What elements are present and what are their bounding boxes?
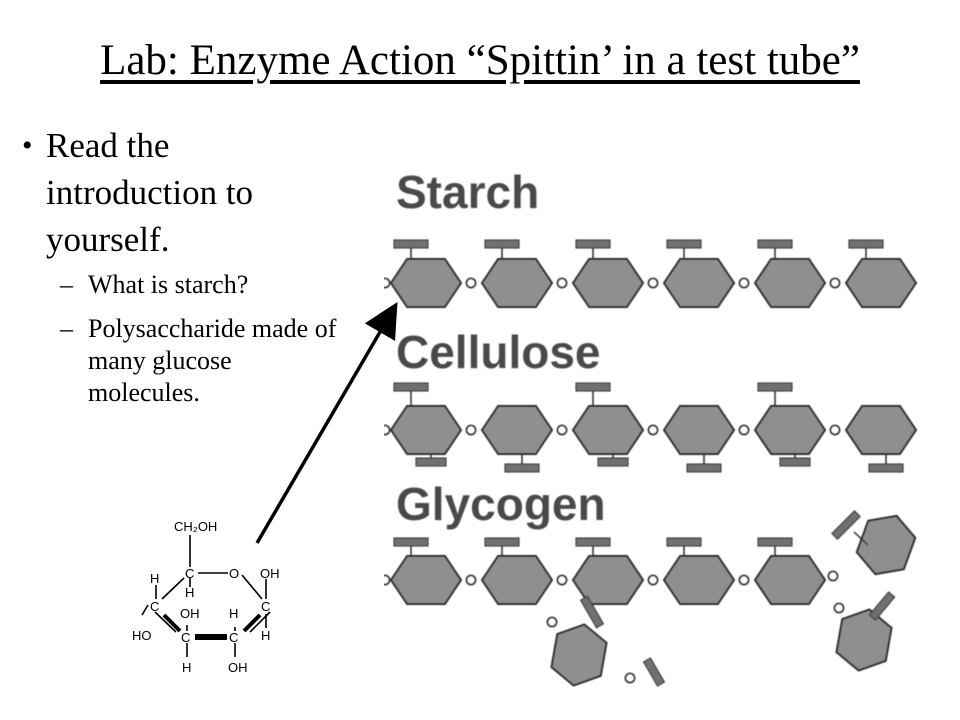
glucose-hexagon: [835, 608, 893, 672]
glycosidic-bond: [556, 424, 568, 436]
side-group: [597, 457, 629, 467]
dash-icon: –: [60, 270, 73, 299]
atom-label: H: [229, 606, 238, 621]
side-group: [579, 595, 605, 629]
glycosidic-bond: [556, 277, 568, 289]
atom-label: HO: [132, 628, 152, 643]
side-group: [757, 382, 793, 392]
glucose-hexagon: [571, 258, 645, 308]
atom-label: C: [181, 630, 190, 645]
side-group: [575, 239, 611, 249]
side-group: [666, 239, 702, 249]
atom-label: C: [229, 630, 238, 645]
glucose-hexagon: [389, 405, 463, 455]
glucose-hexagon: [480, 555, 554, 605]
glycosidic-bond: [465, 277, 477, 289]
glycosidic-bond: [647, 574, 659, 586]
atom-label: OH: [260, 566, 280, 581]
atom-label: H: [150, 571, 159, 586]
side-group: [757, 537, 793, 547]
atom-label: H: [185, 585, 194, 600]
atom-label: C: [150, 599, 159, 614]
side-group: [642, 657, 666, 687]
glycosidic-bond: [624, 672, 636, 684]
glucose-hexagon: [662, 258, 736, 308]
glucose-hexagon: [753, 555, 827, 605]
glucose-hexagon: [844, 405, 918, 455]
glycosidic-bond: [829, 277, 841, 289]
glycosidic-bond: [647, 277, 659, 289]
glucose-hexagon: [753, 405, 827, 455]
dash-icon: –: [60, 314, 73, 343]
slide-title: Lab: Enzyme Action “Spittin’ in a test t…: [100, 37, 860, 84]
side-group: [666, 537, 702, 547]
bullet-text: Read the introduction to yourself.: [46, 126, 254, 259]
glucose-hexagon: [571, 555, 645, 605]
glucose-hexagon: [844, 258, 918, 308]
glucose-hexagon: [389, 258, 463, 308]
glucose-hexagon: [662, 405, 736, 455]
glycosidic-bond: [384, 277, 391, 289]
glycosidic-bond: [384, 574, 391, 586]
side-group: [868, 591, 896, 621]
side-group: [757, 239, 793, 249]
glycosidic-bond: [833, 602, 845, 614]
side-group: [779, 457, 811, 467]
side-group: [484, 537, 520, 547]
side-group: [484, 239, 520, 249]
bullet-item: • Read the introduction to yourself.: [20, 122, 340, 263]
polysaccharide-diagram: Starch Cellulose Glycogen: [384, 166, 918, 687]
sub-bullet-item: – What is starch?: [20, 269, 340, 301]
side-group: [831, 510, 861, 540]
side-group: [415, 457, 447, 467]
glucose-hexagon: [389, 555, 463, 605]
cellulose-label: Cellulose: [396, 326, 601, 378]
glucose-hexagon: [855, 514, 917, 576]
glucose-hexagon: [480, 258, 554, 308]
glucose-hexagon: [753, 258, 827, 308]
sub-bullet-text: What is starch?: [88, 270, 249, 299]
atom-label: C: [185, 566, 194, 581]
glucose-hexagon: [550, 623, 608, 687]
starch-label: Starch: [396, 166, 539, 218]
glycosidic-bond: [647, 424, 659, 436]
atom-label: OH: [228, 660, 248, 675]
glycosidic-bond: [465, 574, 477, 586]
atom-label: C: [261, 599, 270, 614]
side-group: [848, 239, 884, 249]
glycosidic-bond: [738, 277, 750, 289]
glycosidic-bond: [556, 574, 568, 586]
ch2oh-label: CH₂OH: [174, 519, 217, 534]
side-group: [393, 239, 429, 249]
glycosidic-bond: [384, 424, 391, 436]
glucose-hexagon: [480, 405, 554, 455]
glucose-hexagon: [571, 405, 645, 455]
bullet-list: • Read the introduction to yourself. – W…: [20, 122, 340, 409]
side-group: [686, 463, 722, 473]
glycosidic-bond: [738, 574, 750, 586]
side-group: [575, 382, 611, 392]
atom-label: OH: [180, 606, 200, 621]
side-group: [504, 463, 540, 473]
atom-label: H: [261, 628, 270, 643]
glycogen-label: Glycogen: [396, 478, 606, 530]
atom-label: O: [229, 566, 239, 581]
sub-bullet-text: Polysaccharide made of many glucose mole…: [88, 314, 337, 407]
glycosidic-bond: [829, 424, 841, 436]
glycosidic-bond: [465, 424, 477, 436]
bullet-dot-icon: •: [22, 129, 33, 162]
glycosidic-bond: [546, 616, 558, 628]
glucose-structure-diagram: CH₂OH C O OH H H C C OH H HO H C C H OH: [132, 519, 280, 675]
side-group: [575, 537, 611, 547]
sub-bullet-item: – Polysaccharide made of many glucose mo…: [20, 313, 340, 409]
atom-label: H: [182, 660, 191, 675]
side-group: [868, 463, 904, 473]
side-group: [393, 382, 429, 392]
glucose-hexagon: [662, 555, 736, 605]
glycosidic-bond: [827, 570, 839, 582]
side-group: [393, 537, 429, 547]
glycosidic-bond: [738, 424, 750, 436]
side-stem: [853, 531, 869, 546]
